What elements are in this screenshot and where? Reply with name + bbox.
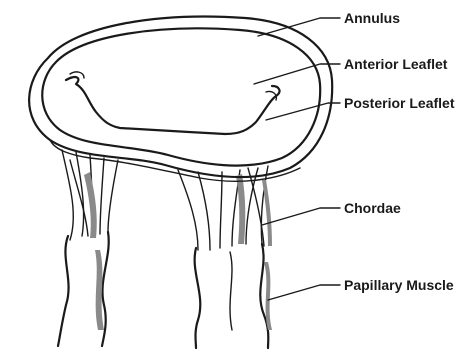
- label-chordae: Chordae: [344, 200, 401, 216]
- annulus-inner-ring: [42, 28, 320, 165]
- label-posterior-leaflet: Posterior Leaflet: [344, 95, 455, 111]
- label-anterior-leaflet: Anterior Leaflet: [344, 56, 448, 72]
- coaptation-line: [66, 77, 279, 134]
- papillary-muscles: [58, 232, 272, 348]
- label-annulus: Annulus: [344, 10, 400, 26]
- label-papillary-muscle: Papillary Muscle: [344, 277, 454, 293]
